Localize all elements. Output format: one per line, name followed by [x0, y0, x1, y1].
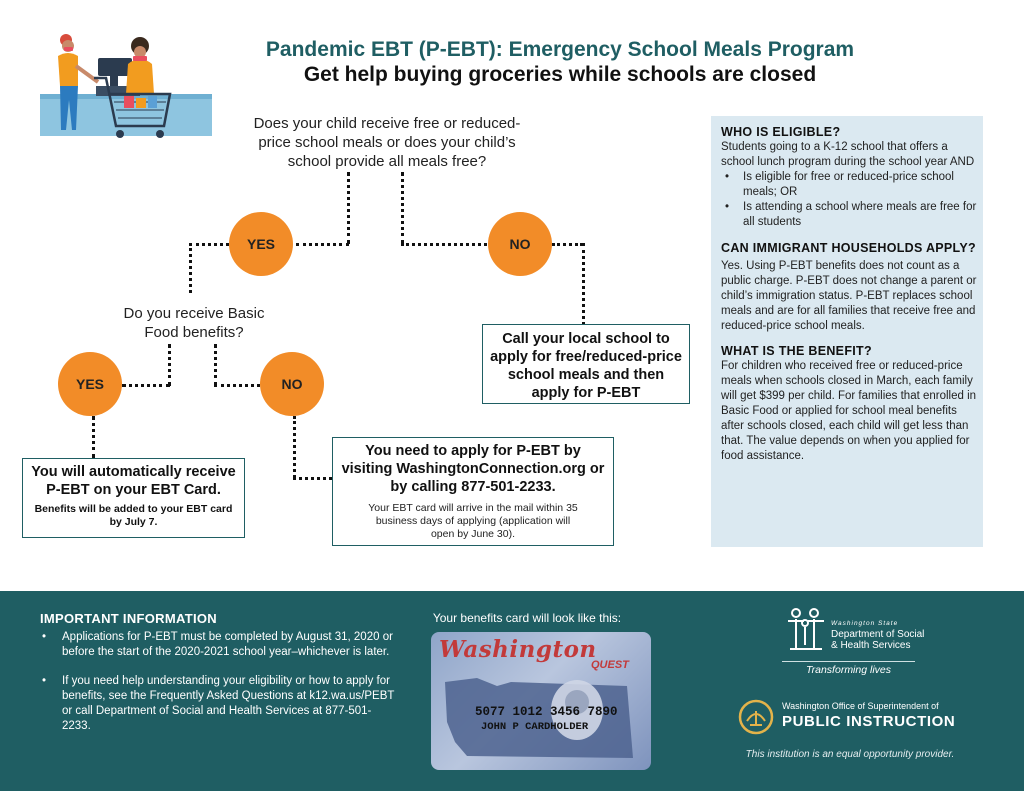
- connector: [214, 344, 217, 386]
- immigrant-text: Yes. Using P-EBT benefits does not count…: [721, 260, 977, 332]
- automatic-pebt-text: You will automatically receive P-EBT on …: [31, 464, 236, 498]
- eligible-text: Students going to a K-12 school that off…: [721, 141, 975, 168]
- dshs-state: Washington State: [831, 620, 899, 627]
- connector: [401, 243, 487, 246]
- eligible-list: Is eligible for free or reduced-price sc…: [721, 170, 977, 230]
- apply-pebt-text: You need to apply for P-EBT by visiting …: [341, 443, 605, 495]
- divider: [782, 661, 915, 662]
- important-list: Applications for P-EBT must be completed…: [40, 630, 400, 748]
- list-item: Is attending a school where meals are fr…: [721, 200, 977, 230]
- yes-circle-basic-food: YES: [58, 352, 122, 416]
- dshs-tagline: Transforming lives: [806, 664, 891, 676]
- page-title: Pandemic EBT (P-EBT): Emergency School M…: [265, 38, 855, 61]
- connector: [122, 384, 170, 387]
- list-item: If you need help understanding your elig…: [40, 674, 400, 734]
- important-heading: IMPORTANT INFORMATION: [40, 611, 217, 626]
- ospi-name-small: Washington Office of Superintendent of: [782, 701, 939, 711]
- apply-pebt-box: You need to apply for P-EBT by visiting …: [332, 437, 614, 546]
- page-subtitle: Get help buying groceries while schools …: [303, 63, 817, 86]
- automatic-pebt-note: Benefits will be added to your EBT card …: [34, 503, 233, 528]
- ospi-name-big: PUBLIC INSTRUCTION: [782, 713, 956, 730]
- connector: [189, 243, 229, 246]
- yes-circle: YES: [229, 212, 293, 276]
- ospi-logo-icon: [738, 699, 774, 735]
- ebt-card-image: Washington QUEST 5077 1012 3456 7890 JOH…: [431, 632, 651, 770]
- connector: [552, 243, 583, 246]
- connector: [293, 477, 332, 480]
- equal-opportunity-note: This institution is an equal opportunity…: [745, 749, 955, 760]
- no-circle: NO: [488, 212, 552, 276]
- question-school-meals: Does your child receive free or reduced-…: [253, 115, 521, 170]
- connector: [401, 172, 404, 244]
- card-holder-name: JOHN P CARDHOLDER: [481, 721, 589, 733]
- connector: [296, 243, 349, 246]
- dshs-name: Washington State Department of Social & …: [831, 618, 924, 651]
- card-caption: Your benefits card will look like this:: [432, 611, 622, 625]
- connector: [293, 416, 296, 478]
- connector: [168, 344, 171, 386]
- call-school-text: Call your local school to apply for free…: [490, 331, 682, 401]
- benefit-text: For children who received free or reduce…: [721, 360, 977, 462]
- question-basic-food: Do you receive Basic Food benefits?: [123, 305, 265, 341]
- connector: [189, 243, 192, 293]
- immigrant-heading: CAN IMMIGRANT HOUSEHOLDS APPLY?: [721, 241, 976, 255]
- dshs-line2: & Health Services: [831, 640, 911, 651]
- call-school-box: Call your local school to apply for free…: [482, 324, 690, 404]
- benefit-heading: WHAT IS THE BENEFIT?: [721, 344, 872, 358]
- apply-pebt-note: Your EBT card will arrive in the mail wi…: [368, 502, 578, 540]
- info-sidebar: WHO IS ELIGIBLE? Students going to a K-1…: [711, 116, 983, 547]
- automatic-pebt-box: You will automatically receive P-EBT on …: [22, 458, 245, 538]
- card-number: 5077 1012 3456 7890: [475, 705, 618, 719]
- no-circle-basic-food: NO: [260, 352, 324, 416]
- dshs-logo-icon: [788, 608, 824, 650]
- list-item: Is eligible for free or reduced-price sc…: [721, 170, 977, 200]
- connector: [92, 416, 95, 458]
- shopping-illustration: [40, 34, 212, 138]
- eligible-heading: WHO IS ELIGIBLE?: [721, 125, 841, 139]
- connector: [214, 384, 260, 387]
- connector: [347, 172, 350, 244]
- footer: IMPORTANT INFORMATION Applications for P…: [0, 591, 1024, 791]
- list-item: Applications for P-EBT must be completed…: [40, 630, 400, 660]
- dshs-line1: Department of Social: [831, 629, 925, 640]
- card-brand-quest: QUEST: [591, 659, 629, 671]
- connector: [582, 243, 585, 325]
- card-brand: Washington: [439, 636, 597, 663]
- washington-map-icon: [445, 678, 633, 758]
